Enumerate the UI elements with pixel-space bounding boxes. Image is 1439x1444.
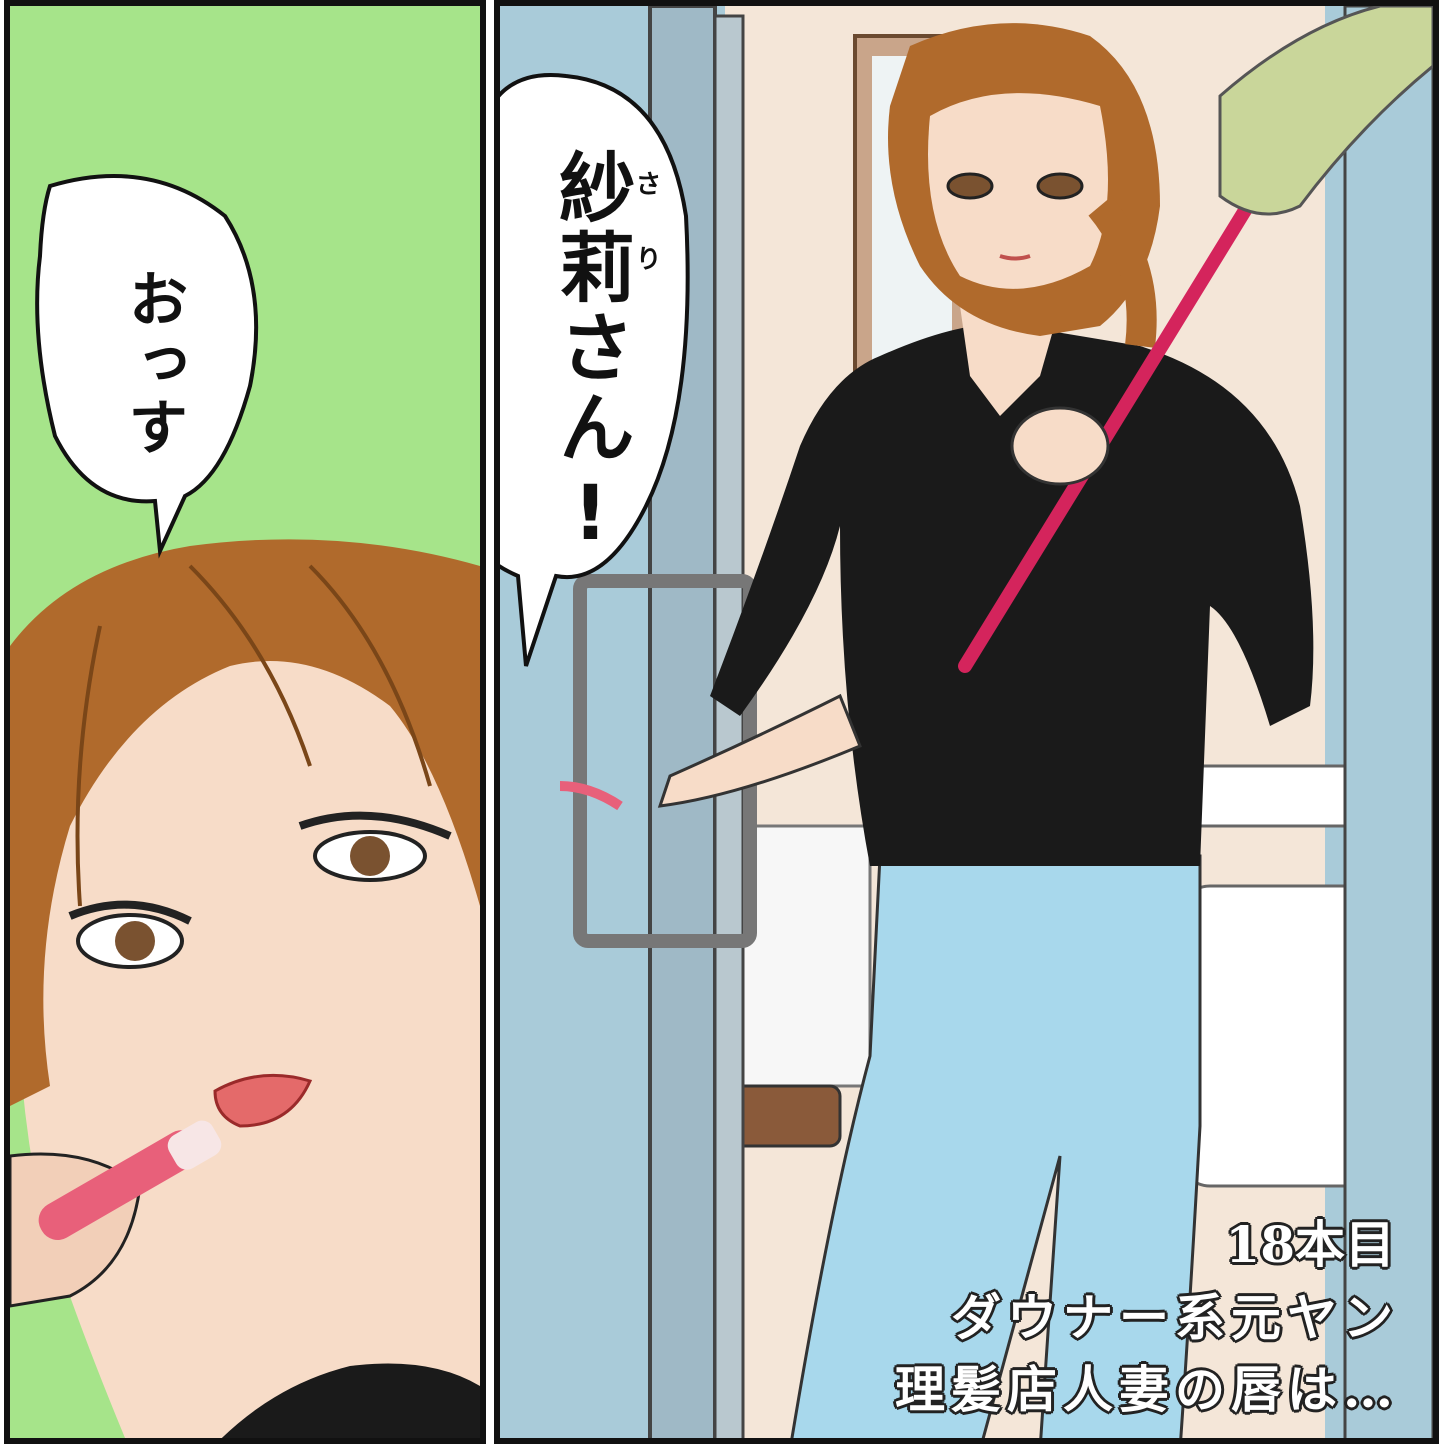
- chapter-title-line2: 理髪店人妻の唇は…: [895, 1360, 1399, 1419]
- woman-hand: [1010, 406, 1110, 486]
- ponytail: [1088, 196, 1157, 348]
- girl-face: [17, 596, 480, 1438]
- speech-bubble-left: [35, 174, 259, 559]
- woman-arm: [657, 693, 862, 808]
- girl-hair: [10, 539, 480, 1106]
- woman-face: [928, 93, 1108, 289]
- speech-text-left: おっす: [118, 268, 188, 460]
- furigana-sa: さ: [631, 170, 661, 196]
- girl-shirt: [221, 1363, 480, 1438]
- door-glass-right: [1343, 6, 1433, 1438]
- speech-bubble-right: [500, 73, 690, 667]
- right-panel-art: [500, 6, 1433, 1438]
- furigana-ri: り: [631, 245, 661, 271]
- lips: [213, 1073, 313, 1128]
- right-panel: [494, 0, 1439, 1444]
- chapter-title-line1: ダウナー系元ヤン: [951, 1288, 1399, 1347]
- chapter-number: 18本目: [1225, 1215, 1395, 1274]
- left-panel: おっす: [4, 0, 486, 1444]
- lip-balm: [38, 1130, 201, 1240]
- speech-text-right: 紗莉さん!: [546, 148, 635, 561]
- broom-handle: [958, 179, 1267, 673]
- woman-jeans: [790, 854, 1202, 1438]
- left-panel-art: [10, 174, 480, 1438]
- cigarette: [559, 781, 623, 811]
- broom-head: [1218, 6, 1433, 216]
